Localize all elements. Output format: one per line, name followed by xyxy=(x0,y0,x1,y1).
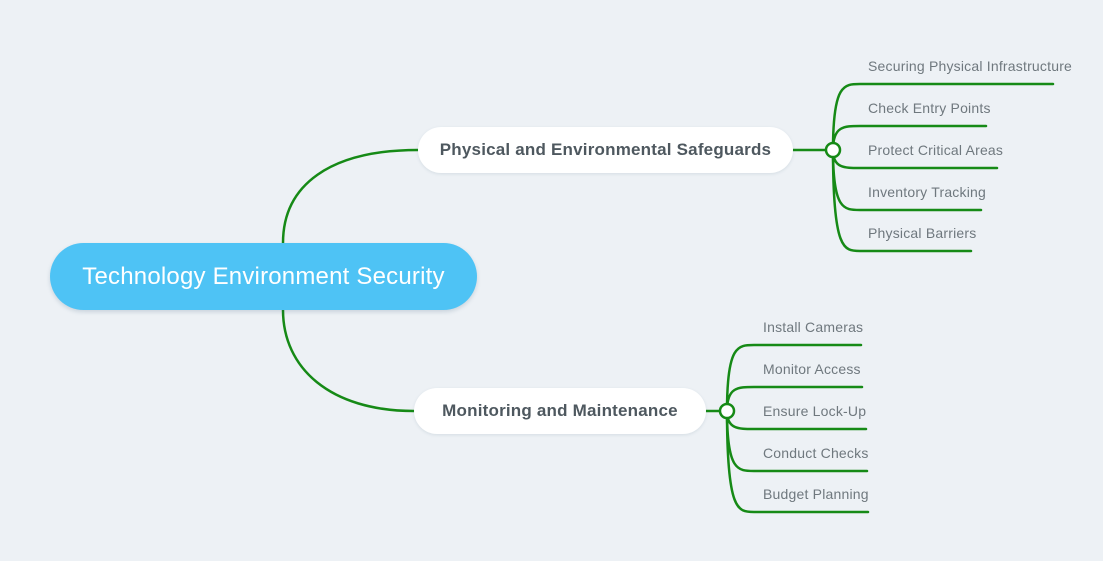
leaf-node[interactable]: Ensure Lock-Up xyxy=(763,403,867,419)
leaf-node[interactable]: Inventory Tracking xyxy=(868,184,986,200)
connector-leaf-underline xyxy=(725,409,870,514)
branch-toggle-icon[interactable] xyxy=(718,402,736,420)
leaf-node[interactable]: Monitor Access xyxy=(763,361,861,377)
connector-leaf-underline xyxy=(831,82,1055,152)
root-node[interactable]: Technology Environment Security xyxy=(50,243,477,310)
branch-node-physical-safeguards[interactable]: Physical and Environmental Safeguards xyxy=(418,127,793,173)
leaf-node[interactable]: Protect Critical Areas xyxy=(868,142,1004,158)
leaf-node[interactable]: Install Cameras xyxy=(763,319,864,335)
branch-node-label: Physical and Environmental Safeguards xyxy=(439,140,772,159)
connector-leaf-underline xyxy=(725,343,863,413)
branch-toggle-icon[interactable] xyxy=(824,141,842,159)
root-node-label: Technology Environment Security xyxy=(82,262,445,290)
leaf-node[interactable]: Physical Barriers xyxy=(868,225,977,241)
branch-node-monitoring-maintenance[interactable]: Monitoring and Maintenance xyxy=(414,388,706,434)
connector-root-to-branch-bottom xyxy=(281,308,416,413)
connector-root-to-branch-top xyxy=(281,148,420,245)
branch-node-label: Monitoring and Maintenance xyxy=(442,401,678,420)
leaf-node[interactable]: Conduct Checks xyxy=(763,445,869,461)
leaf-node[interactable]: Securing Physical Infrastructure xyxy=(868,58,1073,74)
connector-leaf-underline xyxy=(831,148,973,253)
leaf-node[interactable]: Check Entry Points xyxy=(868,100,991,116)
leaf-node[interactable]: Budget Planning xyxy=(763,486,869,502)
